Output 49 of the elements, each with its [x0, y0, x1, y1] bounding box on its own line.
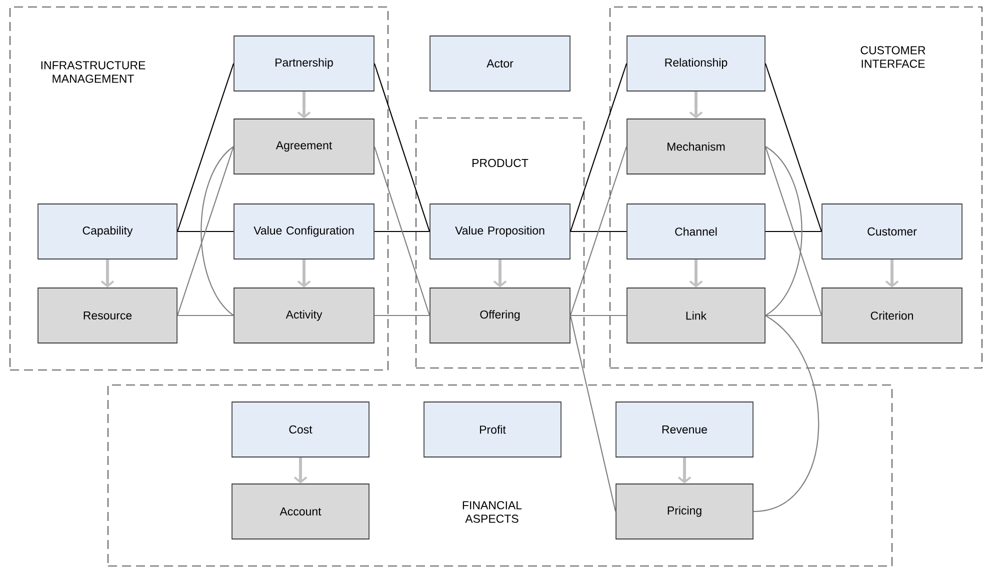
- arrow: [493, 259, 507, 288]
- concept-box: Link: [626, 288, 766, 344]
- arrow: [689, 91, 703, 119]
- arrow: [100, 259, 114, 288]
- concept-box: Pricing: [616, 484, 754, 540]
- group-heading: PRODUCT: [472, 158, 528, 168]
- connector-line: [177, 230, 234, 232]
- arrow: [297, 91, 311, 119]
- concept-box: Relationship: [626, 36, 766, 92]
- concept-box: Capability: [38, 204, 178, 260]
- connector-line: [374, 230, 430, 232]
- connector-line: [764, 146, 822, 316]
- group-heading: CUSTOMER INTERFACE: [860, 46, 926, 68]
- arrow: [294, 457, 308, 484]
- connector-line: [765, 314, 822, 316]
- concept-box: Actor: [430, 36, 570, 92]
- concept-box: Criterion: [822, 288, 962, 344]
- concept-box: Cost: [232, 402, 370, 458]
- connector-line: [176, 146, 234, 316]
- concept-box: Partnership: [234, 36, 374, 92]
- connector-line: [570, 314, 627, 316]
- concept-box: Agreement: [234, 118, 374, 174]
- concept-box: Revenue: [616, 402, 754, 458]
- concept-box: Value Proposition: [430, 204, 570, 260]
- connector-curve: [753, 315, 820, 512]
- group-heading: INFRASTRUCTURE MANAGEMENT: [41, 61, 146, 83]
- group-heading: FINANCIAL ASPECTS: [462, 501, 522, 523]
- arrow: [297, 259, 311, 288]
- connector-line: [764, 63, 822, 232]
- concept-box: Value Configuration: [234, 204, 374, 260]
- concept-box: Channel: [626, 204, 766, 260]
- arrow: [885, 259, 899, 288]
- arrow: [678, 457, 692, 484]
- connector-line: [177, 314, 234, 316]
- connector-curve: [200, 146, 234, 316]
- concept-box: Profit: [424, 402, 562, 458]
- arrow: [689, 259, 703, 288]
- concept-box: Mechanism: [626, 118, 766, 174]
- concept-box: Activity: [234, 288, 374, 344]
- connector-line: [765, 230, 822, 232]
- concept-box: Offering: [430, 288, 570, 344]
- connector-line: [570, 315, 616, 512]
- concept-box: Customer: [822, 204, 962, 260]
- connector-curve: [765, 146, 802, 316]
- connector-line: [374, 314, 430, 316]
- connector-line: [176, 63, 234, 232]
- connector-line: [570, 230, 627, 232]
- concept-box: Account: [232, 484, 370, 540]
- concept-box: Resource: [38, 288, 178, 344]
